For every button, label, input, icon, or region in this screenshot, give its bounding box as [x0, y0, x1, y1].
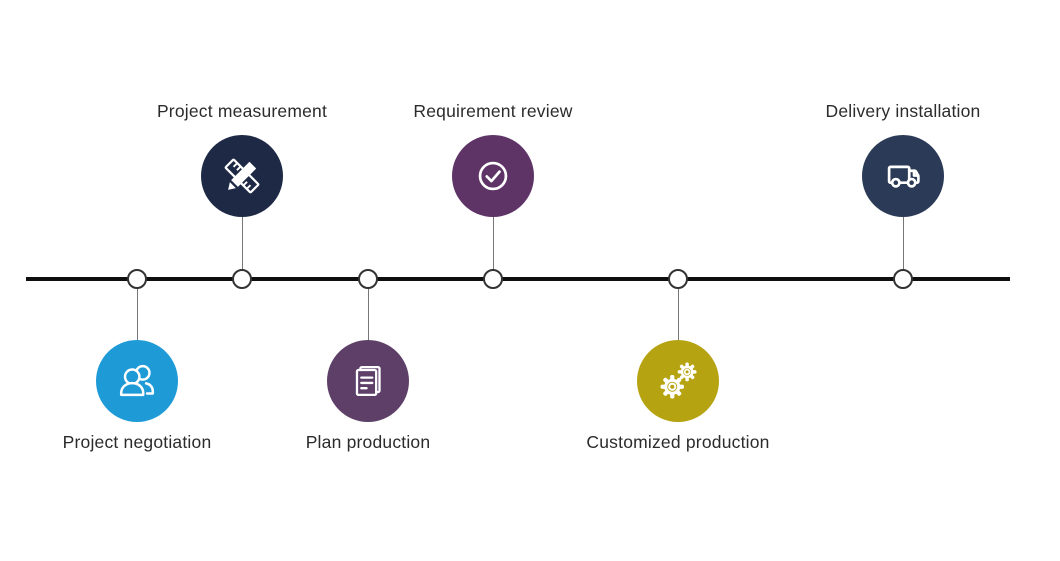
step-circle [201, 135, 283, 217]
step-label: Delivery installation [825, 101, 981, 121]
step-circle [452, 135, 534, 217]
truck-icon [887, 165, 920, 188]
connector-line [136, 288, 138, 341]
step-circle [96, 340, 178, 422]
step-label: Project negotiation [62, 432, 212, 452]
step-circle [862, 135, 944, 217]
step-circle [327, 340, 409, 422]
step-label: Plan production [305, 432, 431, 452]
ruler-pencil-icon [224, 158, 260, 194]
timeline-node [232, 269, 252, 289]
step-label: Customized production [586, 432, 770, 452]
timeline-node [358, 269, 378, 289]
timeline-node [127, 269, 147, 289]
timeline-node [893, 269, 913, 289]
connector-line [367, 288, 369, 341]
timeline-axis [26, 277, 1010, 281]
people-icon [119, 364, 155, 397]
step-label: Project measurement [156, 101, 328, 121]
document-icon [355, 365, 381, 397]
connector-line [677, 288, 679, 341]
check-circle-icon [478, 161, 508, 191]
connector-line [241, 216, 243, 270]
connector-line [902, 216, 904, 270]
gears-icon [660, 362, 697, 399]
step-circle [637, 340, 719, 422]
timeline-node [483, 269, 503, 289]
connector-line [492, 216, 494, 270]
timeline-node [668, 269, 688, 289]
step-label: Requirement review [413, 101, 573, 121]
